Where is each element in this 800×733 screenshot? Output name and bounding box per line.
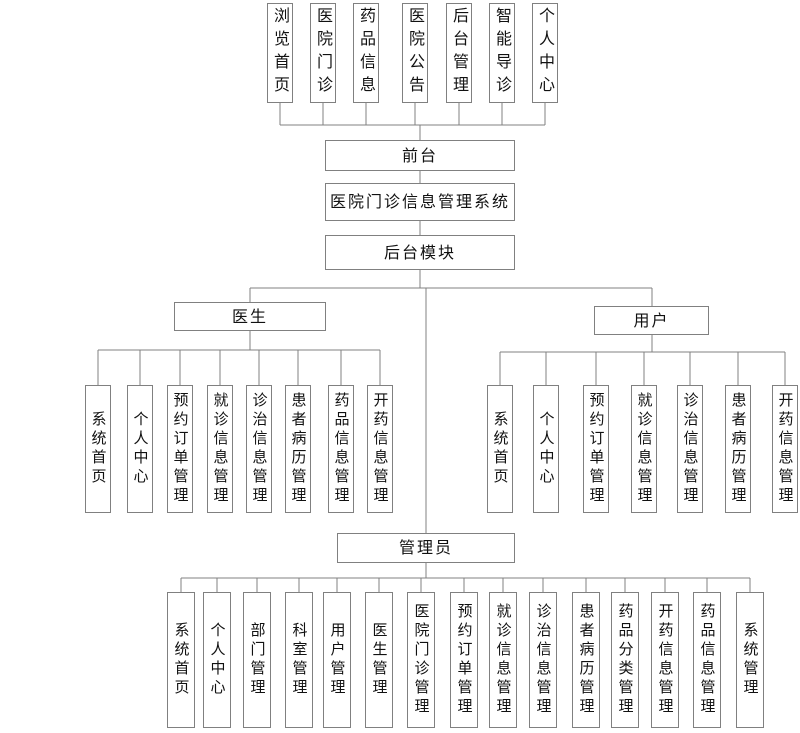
admin-patient-record-mgmt: 患者病历管理 xyxy=(572,592,600,728)
system-root-node: 医院门诊信息管理系统 xyxy=(325,183,515,221)
user-system-home: 系统首页 xyxy=(487,385,513,513)
user-role-node: 用户 xyxy=(594,306,709,335)
doctor-appointment-order-mgmt: 预约订单管理 xyxy=(167,385,193,513)
doctor-role-node: 医生 xyxy=(174,302,326,331)
front-module-personal-center: 个人中心 xyxy=(532,3,558,103)
front-node: 前台 xyxy=(325,140,515,171)
admin-department-mgmt: 部门管理 xyxy=(243,592,271,728)
user-visit-info-mgmt: 就诊信息管理 xyxy=(631,385,657,513)
front-module-backend-manage: 后台管理 xyxy=(446,3,472,103)
admin-system-mgmt: 系统管理 xyxy=(736,592,764,728)
admin-drug-info-mgmt: 药品信息管理 xyxy=(693,592,721,728)
front-module-hospital-notice: 医院公告 xyxy=(402,3,428,103)
doctor-drug-info-mgmt: 药品信息管理 xyxy=(328,385,354,513)
admin-treatment-info-mgmt: 诊治信息管理 xyxy=(529,592,557,728)
front-module-smart-guide: 智能导诊 xyxy=(489,3,515,103)
admin-system-home: 系统首页 xyxy=(167,592,195,728)
doctor-prescription-info-mgmt: 开药信息管理 xyxy=(367,385,393,513)
admin-user-mgmt: 用户管理 xyxy=(323,592,351,728)
user-personal-center: 个人中心 xyxy=(533,385,559,513)
backend-module-node: 后台模块 xyxy=(325,235,515,270)
front-module-drug-info: 药品信息 xyxy=(353,3,379,103)
admin-drug-category-mgmt: 药品分类管理 xyxy=(611,592,639,728)
front-module-browse-home: 浏览首页 xyxy=(267,3,293,103)
doctor-visit-info-mgmt: 就诊信息管理 xyxy=(207,385,233,513)
front-module-hospital-outpatient: 医院门诊 xyxy=(310,3,336,103)
user-treatment-info-mgmt: 诊治信息管理 xyxy=(677,385,703,513)
admin-role-node: 管理员 xyxy=(337,533,515,563)
admin-doctor-mgmt: 医生管理 xyxy=(365,592,393,728)
doctor-system-home: 系统首页 xyxy=(85,385,111,513)
user-appointment-order-mgmt: 预约订单管理 xyxy=(583,385,609,513)
admin-prescription-info-mgmt: 开药信息管理 xyxy=(651,592,679,728)
admin-office-mgmt: 科室管理 xyxy=(285,592,313,728)
admin-visit-info-mgmt: 就诊信息管理 xyxy=(489,592,517,728)
admin-personal-center: 个人中心 xyxy=(203,592,231,728)
user-prescription-info-mgmt: 开药信息管理 xyxy=(772,385,798,513)
doctor-treatment-info-mgmt: 诊治信息管理 xyxy=(246,385,272,513)
admin-hospital-outpatient-mgmt: 医院门诊管理 xyxy=(407,592,435,728)
doctor-patient-record-mgmt: 患者病历管理 xyxy=(285,385,311,513)
user-patient-record-mgmt: 患者病历管理 xyxy=(725,385,751,513)
doctor-personal-center: 个人中心 xyxy=(127,385,153,513)
admin-appointment-order-mgmt: 预约订单管理 xyxy=(450,592,478,728)
